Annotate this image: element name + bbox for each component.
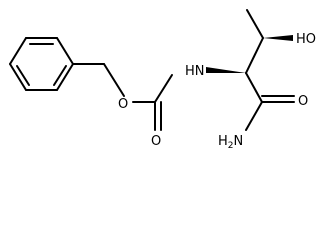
- alpha-to-beta-bond: [245, 37, 264, 74]
- benzene-ring: [9, 37, 74, 91]
- molecule-drawing: O O HN HO O H2N: [9, 9, 316, 151]
- amide-oxygen-label: O: [298, 94, 308, 109]
- carbamate-oxygen-label: O: [151, 134, 161, 149]
- amide-nh2-label: H2N: [218, 134, 243, 151]
- ring-double-bond: [16, 65, 30, 86]
- beta-carbon-wedge-bond: [263, 35, 293, 41]
- alpha-to-amide-carbon-bond: [245, 72, 263, 103]
- ring-bond: [9, 37, 27, 65]
- hydroxyl-label: HO: [296, 32, 316, 47]
- ring-double-bond: [53, 65, 67, 86]
- structure-canvas: O O HN HO O H2N: [9, 9, 316, 151]
- beta-to-methyl-bond: [246, 9, 264, 39]
- carbonyl-to-nh-bond: [154, 74, 173, 103]
- ring-bond: [56, 37, 74, 65]
- nh-label: HN: [185, 64, 205, 79]
- amide-c-n-bond: [245, 101, 263, 131]
- ch2-to-o-bond: [103, 63, 125, 97]
- amide-nh2-text: H: [218, 134, 228, 149]
- ester-oxygen-label: O: [118, 97, 128, 112]
- ring-bond: [56, 63, 74, 91]
- alpha-carbon-wedge-bond: [206, 67, 246, 73]
- ring-bond: [9, 63, 27, 91]
